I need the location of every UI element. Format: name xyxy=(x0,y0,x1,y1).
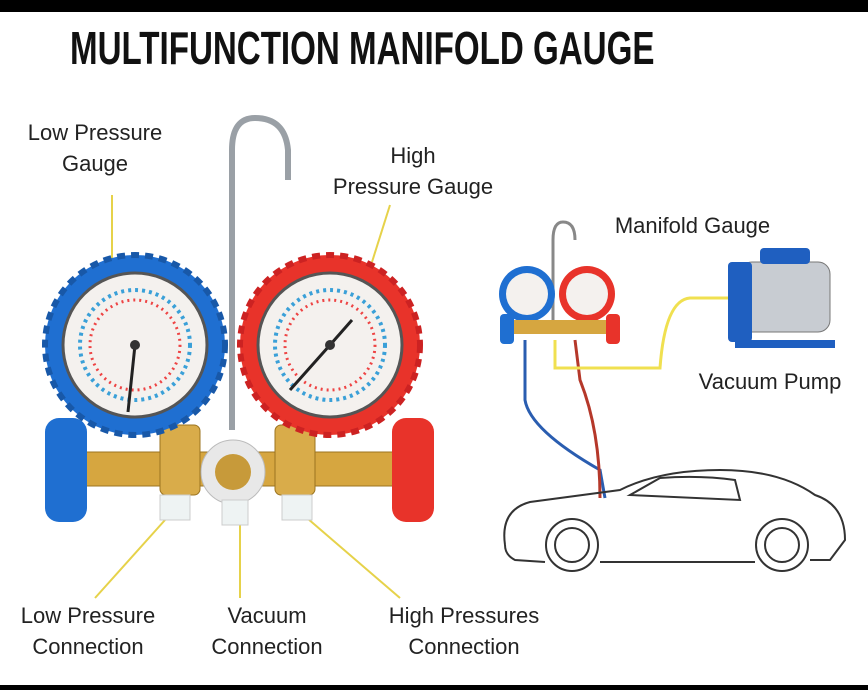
vacuum-pump xyxy=(728,248,835,348)
high-pressure-gauge-label: High Pressure Gauge xyxy=(315,140,511,202)
high-hose xyxy=(573,339,602,499)
label-line: High xyxy=(390,143,436,168)
label-line: Gauge xyxy=(61,151,129,176)
low-hose xyxy=(523,340,607,499)
manifold-gauge-label: Manifold Gauge xyxy=(614,213,771,238)
leader-lines xyxy=(94,195,401,599)
leader-high-connection xyxy=(299,511,401,599)
vacuum-connection-port xyxy=(221,499,249,526)
bottom-border xyxy=(0,685,868,690)
high-pressures-connection-label: High Pressures Connection xyxy=(366,600,562,662)
high-valve-knob xyxy=(392,418,434,522)
label-line: Low Pressure xyxy=(27,120,163,145)
label-line: Connection xyxy=(32,634,144,659)
low-valve-knob xyxy=(45,418,87,522)
vacuum-connection-label: Vacuum Connection xyxy=(192,600,342,662)
leader-high-gauge xyxy=(371,204,391,263)
vacuum-pump-label: Vacuum Pump xyxy=(698,369,842,394)
small-manifold-gauge xyxy=(499,220,620,344)
high-connection-port xyxy=(281,494,313,521)
low-pressure-connection-label: Low Pressure Connection xyxy=(2,600,174,662)
label-line: High Pressures xyxy=(388,603,540,628)
label-line: Connection xyxy=(408,634,520,659)
leader-low-connection xyxy=(94,519,166,599)
vacuum-hose xyxy=(553,296,728,370)
label-line: Connection xyxy=(211,634,323,659)
label-line: Pressure Gauge xyxy=(332,174,494,199)
low-connection-port xyxy=(159,494,191,521)
low-pressure-gauge-label: Low Pressure Gauge xyxy=(10,117,180,179)
label-line: Low Pressure xyxy=(20,603,156,628)
car-outline xyxy=(503,468,847,572)
hanger-hook xyxy=(229,114,291,430)
top-border xyxy=(0,0,868,12)
low-pressure-gauge xyxy=(42,252,228,438)
label-line: Vacuum xyxy=(227,603,307,628)
high-pressure-gauge xyxy=(237,252,423,438)
